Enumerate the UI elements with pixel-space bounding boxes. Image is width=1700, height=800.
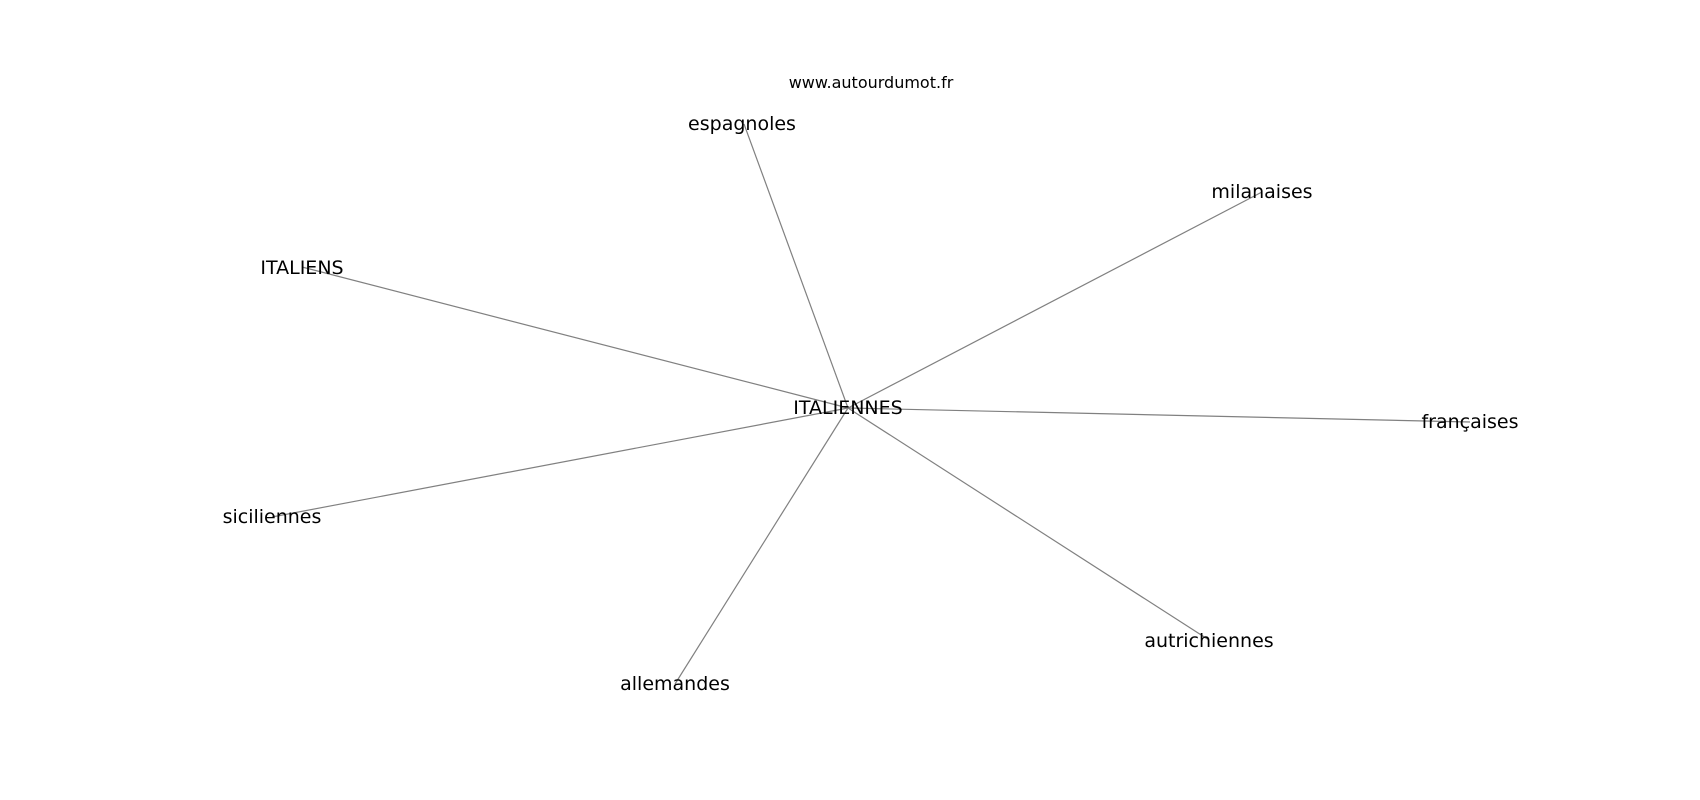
- node-autrichiennes[interactable]: autrichiennes: [1144, 630, 1273, 652]
- graph-nodes: ITALIENNES espagnoles milanaises ITALIEN…: [223, 113, 1519, 695]
- node-center[interactable]: ITALIENNES: [793, 397, 902, 419]
- node-francaises[interactable]: françaises: [1421, 411, 1518, 433]
- edge-allemandes: [674, 407, 849, 685]
- edge-italiens: [301, 266, 849, 409]
- node-allemandes[interactable]: allemandes: [620, 673, 730, 695]
- edge-espagnoles: [743, 123, 849, 409]
- node-siciliennes[interactable]: siciliennes: [223, 506, 322, 528]
- edge-francaises: [847, 407, 1471, 423]
- node-italiens[interactable]: ITALIENS: [260, 257, 343, 279]
- node-espagnoles[interactable]: espagnoles: [688, 113, 796, 135]
- watermark-text: www.autourdumot.fr: [789, 73, 954, 92]
- edge-autrichiennes: [847, 407, 1210, 641]
- edge-siciliennes: [271, 407, 849, 518]
- node-milanaises[interactable]: milanaises: [1211, 181, 1312, 203]
- edge-milanaises: [847, 191, 1263, 409]
- graph-edges: [271, 123, 1471, 685]
